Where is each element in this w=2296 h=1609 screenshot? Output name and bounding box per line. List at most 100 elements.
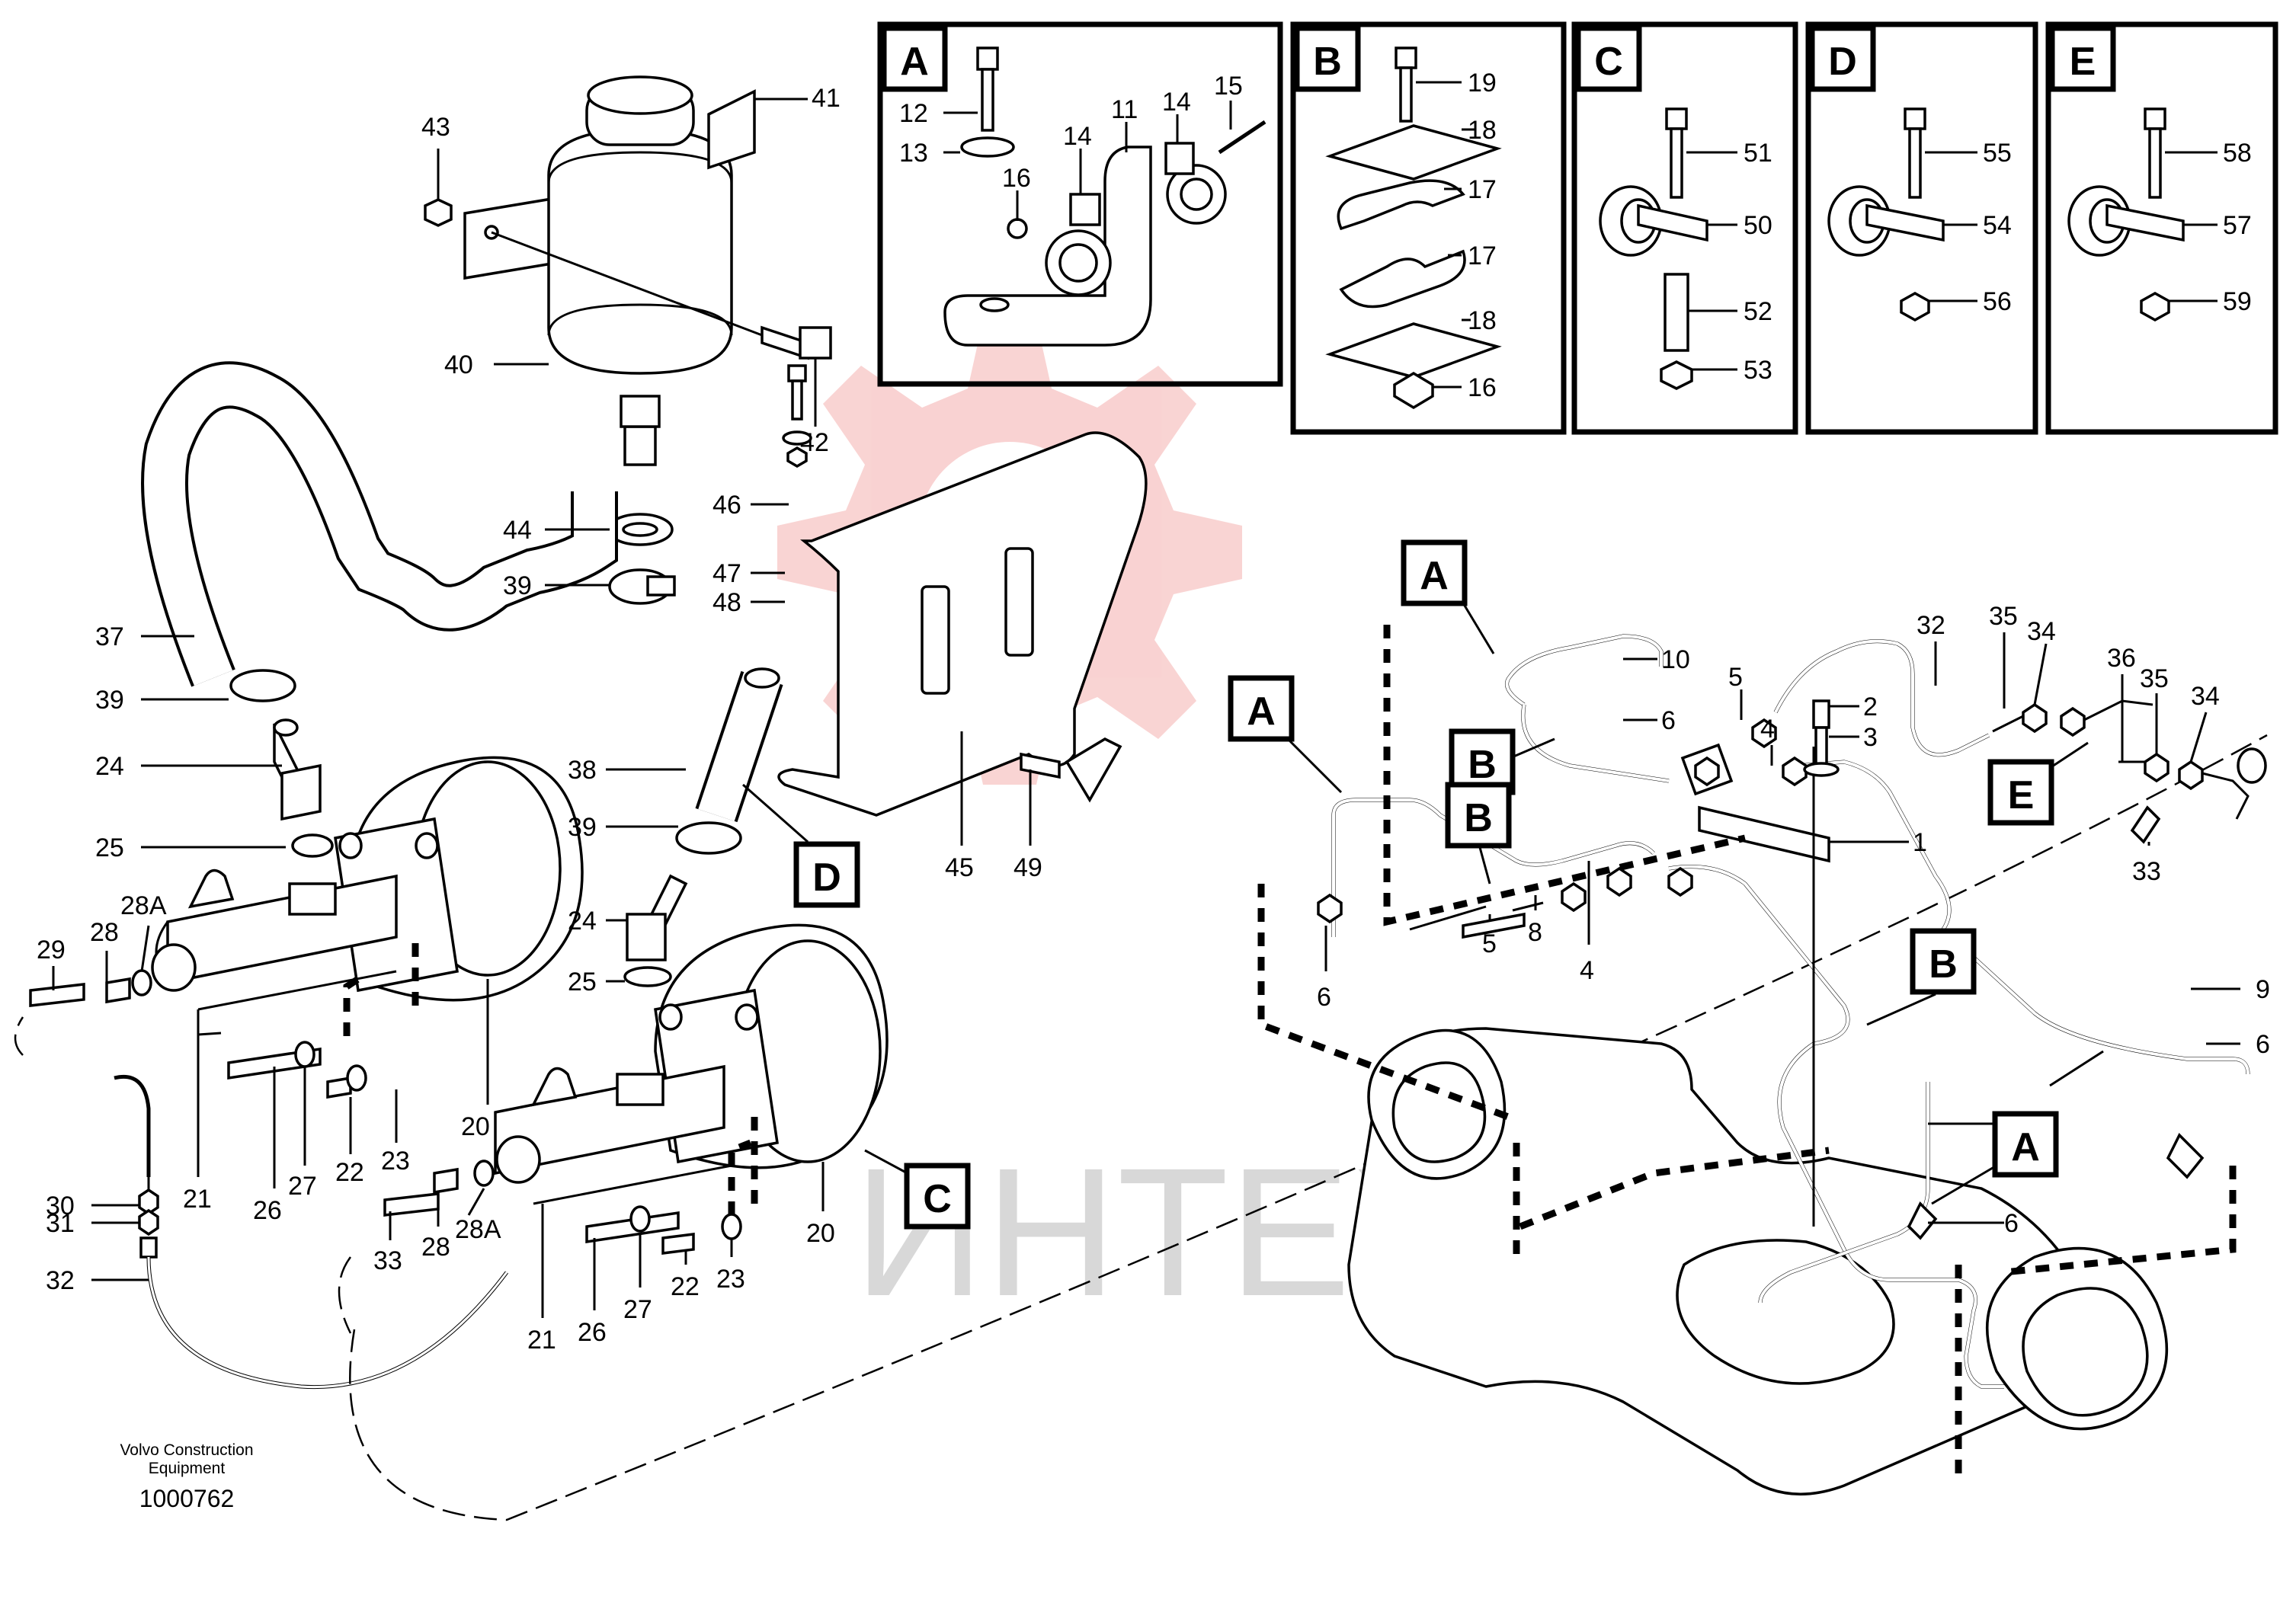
detail-box-e-callouts: 58 57 59 [2165,139,2252,316]
brake-line-lower-left [114,1074,508,1390]
callout: 45 [945,853,974,882]
detail-label-b-text: B [1313,40,1342,84]
view-flag-a-left [1228,675,1295,742]
callout: 39 [95,686,124,715]
brake-line-lower-left-callouts: 30 31 32 [46,1192,149,1295]
axle-assembly [1347,1027,2169,1495]
detail-label-c-text: C [1594,40,1623,84]
callout: 4 [1760,715,1775,744]
callout: 6 [2004,1209,2019,1238]
callout: 33 [2132,857,2161,886]
callout: 26 [578,1318,607,1347]
callout: 27 [288,1172,317,1201]
callout: 20 [461,1112,490,1141]
callout: 4 [1580,956,1594,985]
brake-cylinder-upper [14,756,584,1099]
detail-label-b [1294,25,1361,92]
callout: 15 [1214,72,1243,101]
view-flags: A B D C A B A B E [742,539,2104,1230]
callout: 2 [1863,693,1878,721]
detail-box-a: A [877,21,1283,387]
callout: 30 [46,1192,75,1220]
callout: 14 [1063,122,1092,151]
callout: 40 [444,350,473,379]
callout: 51 [1744,139,1772,168]
brake-cylinder-upper-callouts: 24 25 28A 28 29 21 26 27 22 23 20 [37,752,490,1225]
callout: 22 [671,1272,700,1301]
callout: 21 [527,1326,556,1355]
callout: 29 [37,936,66,964]
view-flag-text: A [1420,554,1449,598]
callout: 57 [2223,211,2252,240]
callout: 48 [712,588,741,617]
company-line-1: Volvo Construction [120,1441,253,1459]
callout: 54 [1983,211,2012,240]
view-flag-a-top [1401,539,1468,606]
callout: 9 [2256,975,2270,1004]
callout: 28A [120,891,167,920]
axle-callouts: 10 6 5 4 2 3 32 35 34 36 35 34 33 1 6 5 … [1317,602,2270,1238]
company-line-2: Equipment [149,1460,226,1477]
detail-label-c [1575,25,1642,92]
callout: 35 [1989,602,2018,631]
callout: 1 [1913,828,1927,857]
callout: 14 [1162,88,1191,117]
callout: 6 [2256,1030,2270,1059]
callout: 21 [183,1185,212,1214]
view-flag-text: C [923,1177,952,1221]
callout: 8 [1528,918,1542,947]
callout: 26 [253,1196,282,1225]
title-block: Volvo Construction Equipment 1000762 [120,1441,253,1512]
view-flag-text: B [1468,743,1497,787]
detail-box-b-callouts: 19 18 17 17 18 16 [1416,69,1497,402]
callout: 25 [95,833,124,862]
callout: 13 [899,139,928,168]
callout: 27 [623,1295,652,1324]
view-flag-text: B [1929,942,1958,987]
callout: 32 [46,1266,75,1295]
callout: 11 [1111,95,1138,124]
detail-box-c-callouts: 51 50 52 53 [1686,139,1772,385]
view-flag-e [1987,759,2054,826]
detail-label-a-text: A [900,40,929,84]
callout: 50 [1744,211,1772,240]
view-flag-c [904,1163,971,1230]
view-flag-text: A [1247,689,1276,734]
callout: 6 [1317,983,1331,1012]
detail-label-a [881,25,948,92]
brake-cylinder-lower-callouts: 38 39 24 25 33 28 28A 21 26 27 22 23 20 [373,756,835,1355]
view-flag-a-right [1992,1111,2059,1178]
callout: 52 [1744,297,1772,326]
callout: 22 [335,1158,364,1187]
drawing-number: 1000762 [139,1485,235,1512]
callout: 39 [568,813,597,842]
callout: 59 [2223,287,2252,316]
callout: 18 [1468,306,1497,335]
callout: 12 [899,99,928,128]
callout: 46 [712,491,741,520]
callout: 3 [1863,723,1878,752]
callout: 31 [46,1209,75,1238]
callout: 18 [1468,116,1497,145]
callout: 17 [1468,175,1497,204]
callout: 38 [568,756,597,785]
callout: 37 [95,622,124,651]
callout: 16 [1002,164,1031,193]
callout: 34 [2027,617,2056,646]
view-flag-b-left [1445,782,1512,849]
callout: 43 [421,113,450,142]
callout: 25 [568,968,597,996]
view-flag-text: D [812,856,841,900]
detail-box-d-callouts: 55 54 56 [1925,139,2012,316]
detail-box-c: C [1571,21,1798,435]
callout: 23 [716,1265,745,1294]
callout: 44 [503,516,532,545]
callout: 35 [2140,664,2169,693]
callout: 28A [455,1215,501,1244]
detail-label-e [2049,25,2116,92]
callout: 53 [1744,356,1772,385]
callout: 5 [1482,929,1497,958]
callout: 24 [95,752,124,781]
detail-box-d: D [1805,21,2038,435]
